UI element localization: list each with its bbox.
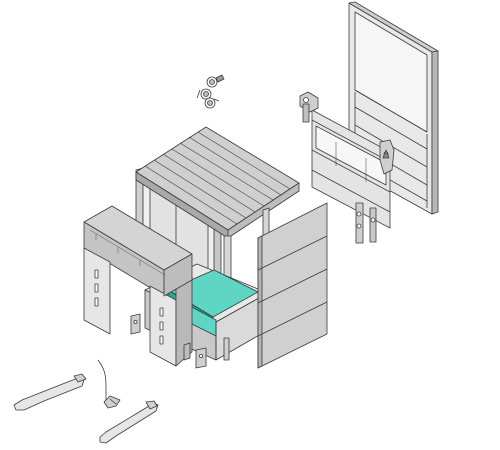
fastener-set (196, 74, 225, 109)
bumper-bracket (130, 313, 207, 369)
front-seal-frame (83, 205, 193, 367)
door-track-left (299, 91, 319, 123)
guide-rail-right (99, 400, 159, 444)
side-wall-panel (257, 202, 328, 369)
sectional-door (311, 109, 391, 229)
door-track-right (355, 139, 395, 244)
anchor-rod (97, 359, 121, 409)
guide-rail-left (13, 373, 87, 411)
